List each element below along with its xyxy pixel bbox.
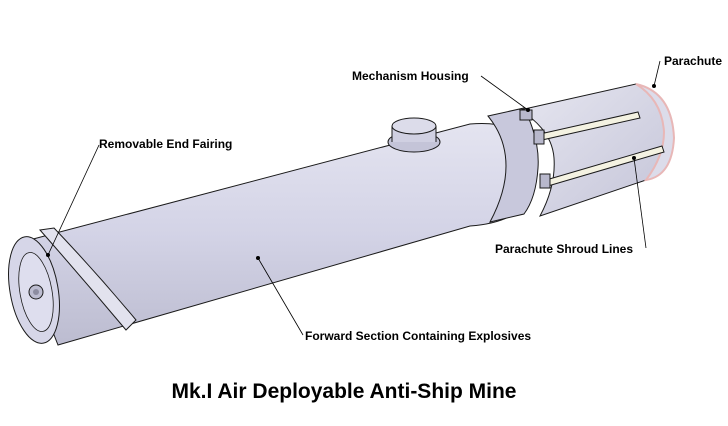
forward-section-body	[17, 123, 529, 346]
strap-clip-lower	[539, 173, 551, 189]
label-parachute: Parachute	[664, 54, 723, 68]
strap-clip-top	[519, 109, 533, 121]
label-forward-section: Forward Section Containing Explosives	[305, 329, 532, 343]
housing-boss-top	[391, 117, 437, 135]
mechanism-housing-ring	[487, 107, 539, 223]
label-mechanism-housing: Mechanism Housing	[352, 69, 469, 83]
leader-lines	[47, 60, 661, 336]
diagram-title: Mk.I Air Deployable Anti-Ship Mine	[171, 380, 517, 403]
end-fairing-band	[39, 227, 137, 331]
label-parachute-shroud-lines: Parachute Shroud Lines	[495, 242, 634, 256]
parachute-dome	[635, 83, 676, 182]
strap-clip-upper	[533, 129, 545, 145]
label-removable-end-fairing: Removable End Fairing	[99, 137, 233, 151]
